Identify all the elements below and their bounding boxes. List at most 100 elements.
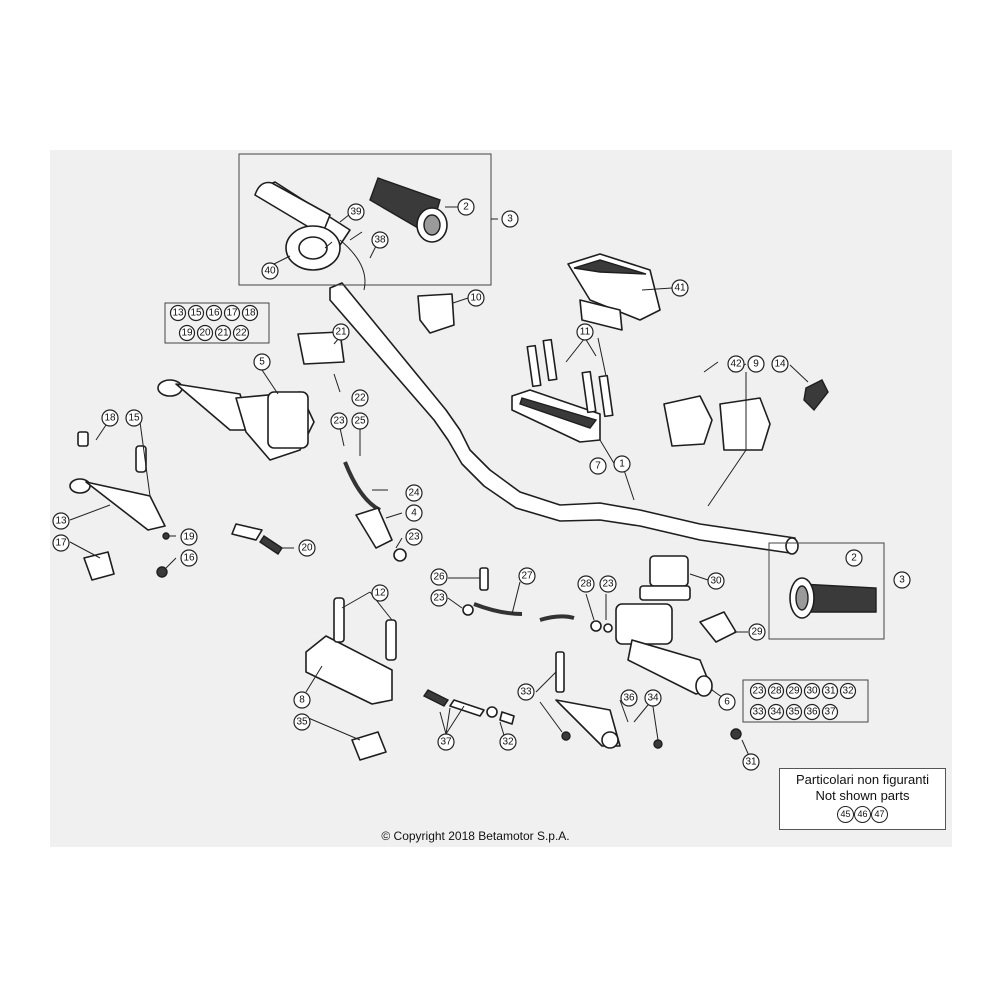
svg-text:20: 20 bbox=[199, 328, 211, 339]
svg-text:13: 13 bbox=[55, 516, 67, 527]
callout-41: 41 bbox=[671, 279, 689, 297]
callout-22: 22 bbox=[351, 389, 369, 407]
note-refs: 45 46 47 bbox=[780, 806, 945, 823]
nut-31 bbox=[730, 728, 742, 740]
svg-text:2: 2 bbox=[463, 202, 469, 213]
callout-21: 21 bbox=[332, 323, 350, 341]
svg-text:14: 14 bbox=[774, 359, 786, 370]
callout-2b: 2 bbox=[845, 549, 863, 567]
svg-text:30: 30 bbox=[710, 576, 722, 587]
callout-13: 13 bbox=[52, 512, 70, 530]
svg-text:23: 23 bbox=[433, 593, 445, 604]
svg-text:18: 18 bbox=[104, 413, 116, 424]
group-box-right bbox=[742, 679, 869, 723]
callout-10: 10 bbox=[467, 289, 485, 307]
group-left-21: 21 bbox=[214, 324, 232, 342]
callout-6: 6 bbox=[718, 693, 736, 711]
svg-text:3: 3 bbox=[899, 575, 905, 586]
svg-text:32: 32 bbox=[842, 686, 854, 697]
callout-29: 29 bbox=[748, 623, 766, 641]
callout-11: 11 bbox=[576, 323, 594, 341]
grip-right bbox=[789, 577, 877, 619]
callout-35: 35 bbox=[293, 713, 311, 731]
callout-34: 34 bbox=[644, 689, 662, 707]
svg-text:36: 36 bbox=[806, 707, 818, 718]
svg-text:28: 28 bbox=[580, 579, 592, 590]
note-ref-47: 47 bbox=[871, 806, 888, 823]
group-right-28: 28 bbox=[767, 682, 785, 700]
svg-text:25: 25 bbox=[354, 416, 366, 427]
cable-clip bbox=[803, 379, 829, 412]
callout-23a: 23 bbox=[330, 412, 348, 430]
svg-text:28: 28 bbox=[770, 686, 782, 697]
callout-2: 2 bbox=[457, 198, 475, 216]
callout-14: 14 bbox=[771, 355, 789, 373]
svg-text:23: 23 bbox=[333, 416, 345, 427]
svg-text:22: 22 bbox=[235, 328, 247, 339]
nut-16 bbox=[156, 566, 168, 578]
reservoir-30 bbox=[639, 555, 691, 601]
hose-24 bbox=[343, 461, 407, 562]
svg-text:33: 33 bbox=[520, 687, 532, 698]
group-callouts-right: 23 28 29 30 31 32 33 34 35 36 37 bbox=[749, 682, 857, 721]
svg-text:23: 23 bbox=[602, 579, 614, 590]
group-right-32: 32 bbox=[839, 682, 857, 700]
callout-36: 36 bbox=[620, 689, 638, 707]
group-callouts-left: 13 15 16 17 18 19 20 21 22 bbox=[169, 304, 259, 342]
callout-12: 12 bbox=[371, 584, 389, 602]
brake-lever-13 bbox=[69, 431, 166, 531]
group-left-19: 19 bbox=[178, 324, 196, 342]
callout-23b: 23 bbox=[405, 528, 423, 546]
callout-37: 37 bbox=[437, 733, 455, 751]
banjo-bolt-26 bbox=[479, 567, 489, 591]
svg-text:34: 34 bbox=[647, 693, 659, 704]
svg-text:15: 15 bbox=[128, 413, 140, 424]
group-left-13: 13 bbox=[169, 304, 187, 322]
callout-28: 28 bbox=[577, 575, 595, 593]
svg-text:18: 18 bbox=[244, 308, 256, 319]
svg-text:22: 22 bbox=[354, 393, 366, 404]
svg-text:13: 13 bbox=[172, 308, 184, 319]
callout-19: 19 bbox=[180, 528, 198, 546]
group-right-35: 35 bbox=[785, 703, 803, 721]
svg-text:24: 24 bbox=[408, 488, 420, 499]
copyright-text: © Copyright 2018 Betamotor S.p.A. bbox=[381, 829, 570, 843]
group-right-30: 30 bbox=[803, 682, 821, 700]
svg-text:37: 37 bbox=[824, 707, 836, 718]
svg-text:5: 5 bbox=[259, 357, 265, 368]
svg-text:42: 42 bbox=[730, 359, 742, 370]
note-title-it: Particolari non figuranti bbox=[796, 772, 929, 787]
callout-7: 7 bbox=[589, 457, 607, 475]
spring-20 bbox=[231, 523, 283, 555]
svg-text:16: 16 bbox=[183, 553, 195, 564]
clutch-lever-assembly bbox=[157, 331, 345, 461]
washer bbox=[462, 604, 474, 616]
group-right-31: 31 bbox=[821, 682, 839, 700]
svg-text:23: 23 bbox=[408, 532, 420, 543]
svg-text:7: 7 bbox=[595, 461, 601, 472]
group-right-34: 34 bbox=[767, 703, 785, 721]
svg-text:17: 17 bbox=[226, 308, 238, 319]
callout-24: 24 bbox=[405, 484, 423, 502]
callout-9: 9 bbox=[747, 355, 765, 373]
svg-text:37: 37 bbox=[440, 737, 452, 748]
note-ref-45: 45 bbox=[837, 806, 854, 823]
callout-20: 20 bbox=[298, 539, 316, 557]
callout-16: 16 bbox=[180, 549, 198, 567]
callout-15: 15 bbox=[125, 409, 143, 427]
callouts: 1 2 3 10 39 38 40 41 11 7 42 9 14 5 21 2… bbox=[52, 198, 911, 771]
svg-text:33: 33 bbox=[752, 707, 764, 718]
switch-9 bbox=[719, 397, 771, 451]
note-ref-46: 46 bbox=[854, 806, 871, 823]
callout-3b: 3 bbox=[893, 571, 911, 589]
lever-36 bbox=[555, 651, 663, 749]
svg-text:21: 21 bbox=[335, 327, 347, 338]
throttle-grip-assembly bbox=[254, 181, 366, 291]
grip-left bbox=[369, 177, 448, 243]
svg-text:17: 17 bbox=[55, 538, 67, 549]
svg-text:15: 15 bbox=[190, 308, 202, 319]
callout-40: 40 bbox=[261, 262, 279, 280]
callout-26: 26 bbox=[430, 568, 448, 586]
svg-text:8: 8 bbox=[299, 695, 305, 706]
